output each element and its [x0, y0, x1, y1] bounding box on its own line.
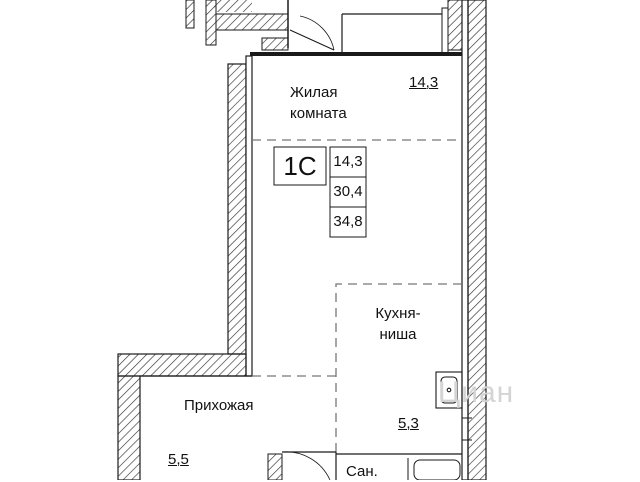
hallway-name: Прихожая — [184, 397, 254, 414]
total-area-with-balcony-value: 34,8 — [333, 213, 363, 230]
living-room-area: 14,3 — [409, 74, 439, 91]
kitchen-niche-name: Кухня- ниша — [375, 305, 421, 343]
wall-ticks — [462, 417, 472, 441]
sink-icon — [435, 371, 463, 409]
watermark: Циан — [438, 376, 515, 409]
left-walls — [117, 55, 253, 480]
kitchen-niche-area: 5,3 — [398, 415, 419, 432]
area-table — [273, 146, 367, 238]
zone-dividers — [252, 139, 462, 452]
right-walls — [461, 0, 487, 480]
total-area-value: 30,4 — [333, 183, 363, 200]
bathroom-name: Сан. — [346, 463, 378, 480]
wall-top — [250, 52, 462, 56]
apartment-type: 1С — [283, 151, 317, 181]
top-balcony — [185, 0, 463, 55]
living-room-name: Жилая комната — [290, 84, 347, 122]
living-area-value: 14,3 — [333, 153, 363, 170]
bathroom-area — [267, 451, 462, 480]
hallway-area: 5,5 — [168, 451, 189, 468]
